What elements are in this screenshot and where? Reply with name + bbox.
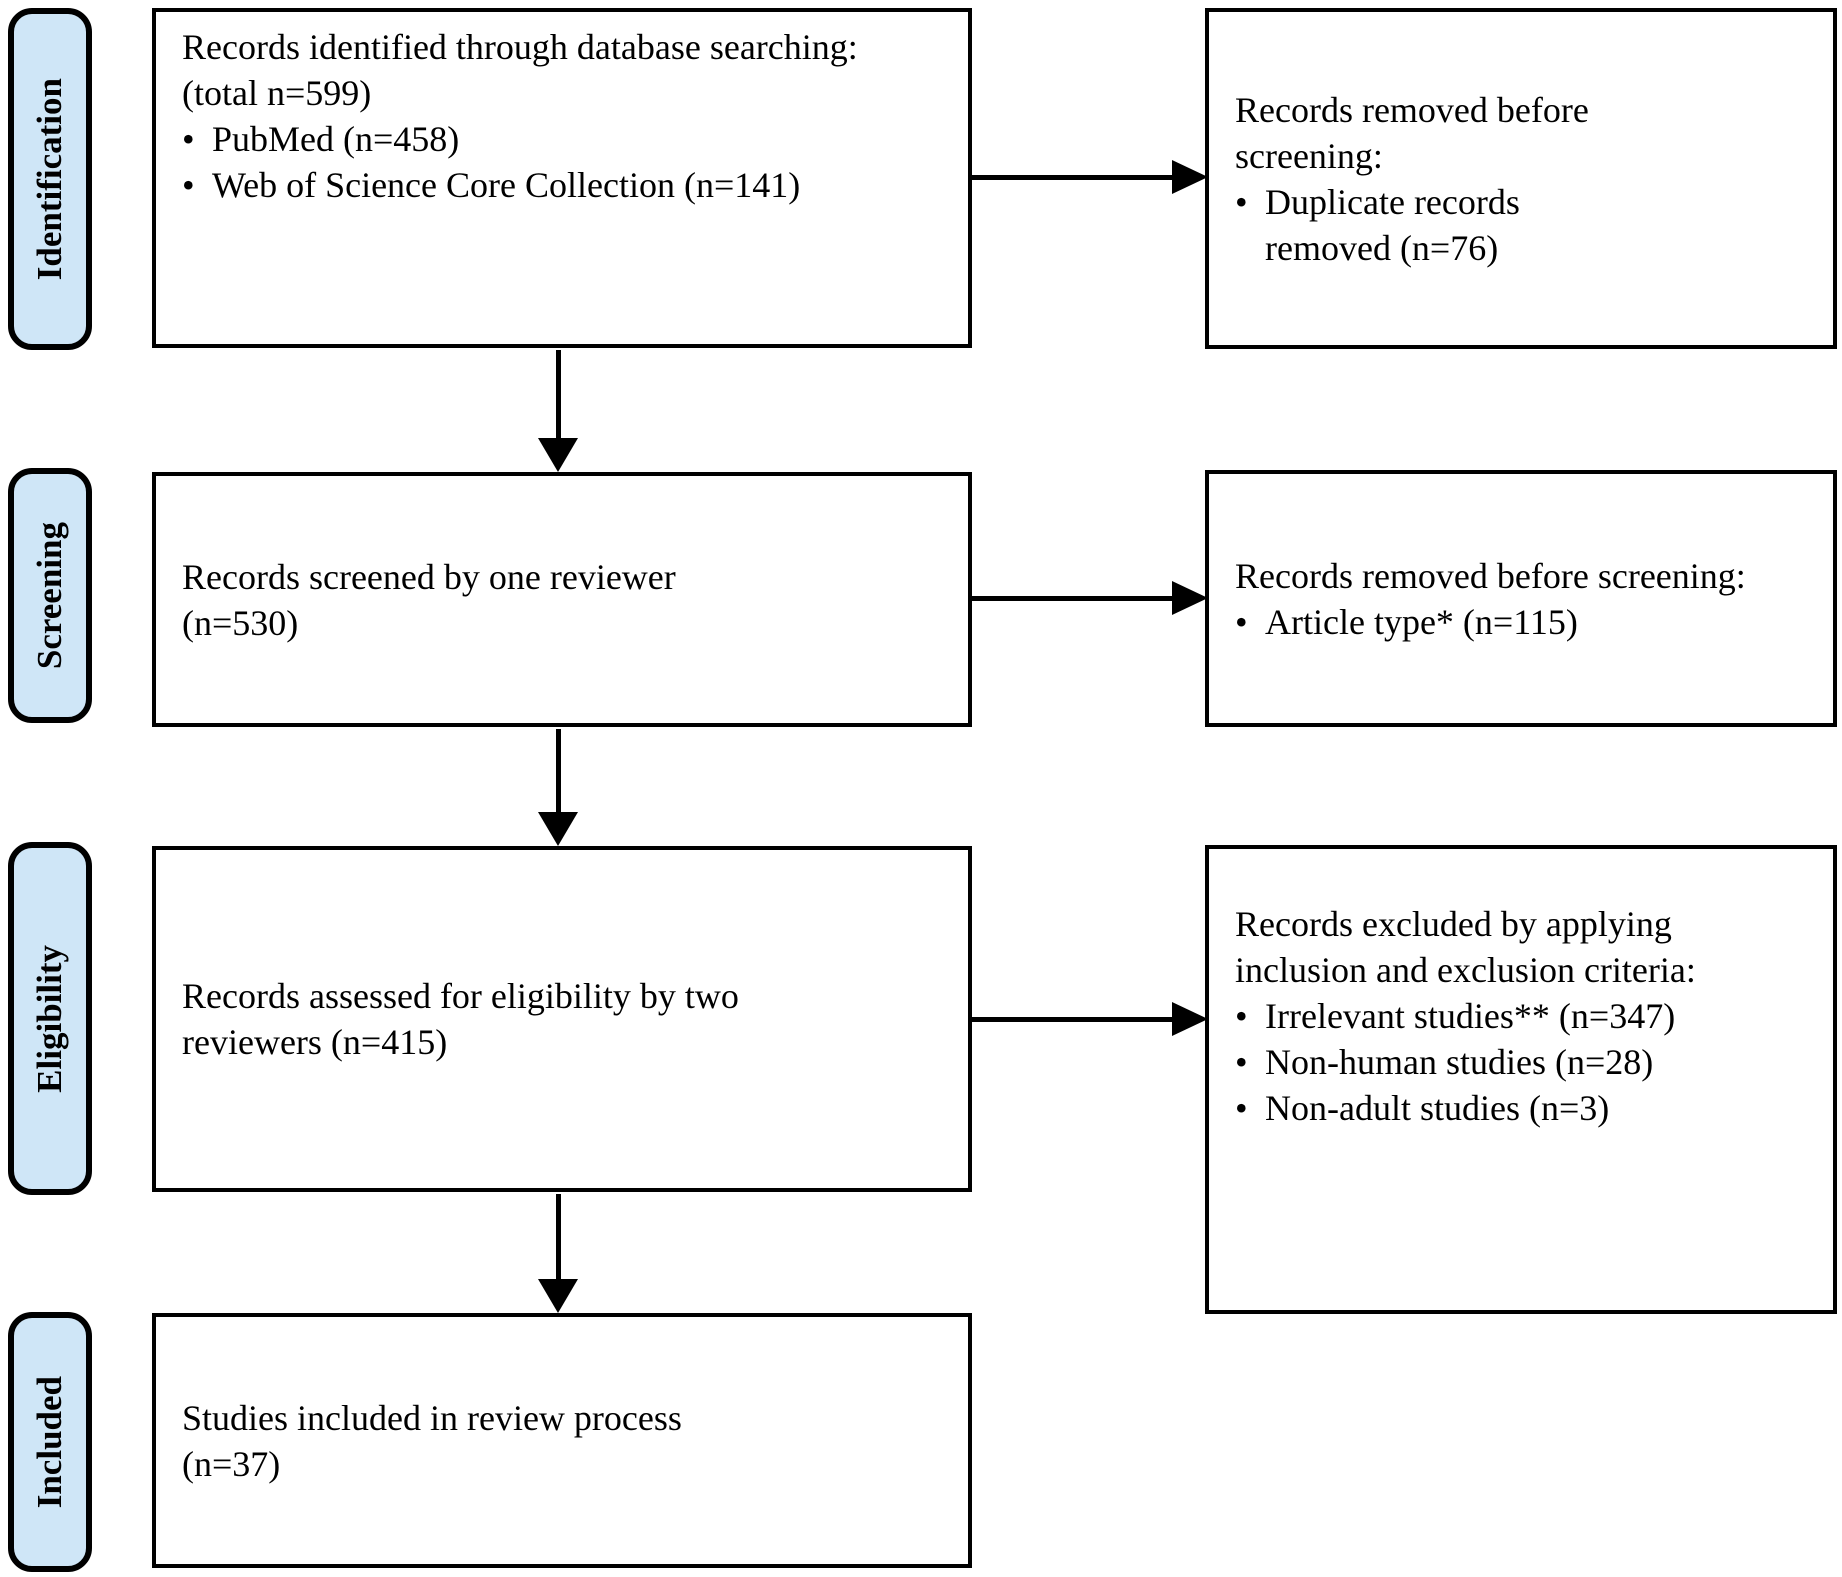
bullet-text: Web of Science Core Collection (n=141) [212, 165, 801, 205]
bullet-dot-icon: • [1235, 1088, 1248, 1128]
arrow-head [538, 438, 578, 472]
arrow-down-3-icon [538, 1194, 578, 1313]
bullet-text: Non-human studies (n=28) [1265, 1042, 1654, 1082]
bullet-dot-icon: • [182, 165, 195, 205]
stage-identification: Identification [8, 8, 92, 350]
bullet-text: Irrelevant studies** (n=347) [1265, 996, 1676, 1036]
stage-included-label: Included [30, 1375, 69, 1509]
arrow-head [1172, 1002, 1208, 1036]
arrow-right-screening-icon [972, 581, 1208, 615]
text-line: Records assessed for eligibility by two [182, 976, 739, 1016]
text-line: Records removed before screening: [1235, 555, 1746, 596]
bullet-dot-icon: • [1235, 996, 1248, 1036]
stage-eligibility-label: Eligibility [30, 944, 69, 1093]
bullet-item: • Non-adult studies (n=3) [1235, 1085, 1793, 1131]
text-line: Records excluded by applying [1235, 904, 1672, 944]
arrow-head [538, 812, 578, 846]
arrow-head [538, 1279, 578, 1313]
arrow-stem [972, 175, 1172, 180]
text-line: inclusion and exclusion criteria: [1235, 950, 1696, 990]
arrow-right-identification-icon [972, 160, 1208, 194]
bullet-text: Non-adult studies (n=3) [1265, 1088, 1610, 1128]
box-records-identified: Records identified through database sear… [152, 8, 972, 348]
arrow-stem [556, 729, 561, 812]
bullet-item: • Article type* (n=115) [1235, 599, 1825, 645]
box-studies-included: Studies included in review process (n=37… [152, 1313, 972, 1568]
text-line: screening: [1235, 135, 1383, 176]
arrow-stem [972, 596, 1172, 601]
arrow-down-2-icon [538, 729, 578, 846]
text-line: (n=37) [182, 1443, 281, 1484]
arrow-head [1172, 160, 1208, 194]
arrow-right-eligibility-icon [972, 1002, 1208, 1036]
arrow-head [1172, 581, 1208, 615]
bullet-item: • Non-human studies (n=28) [1235, 1039, 1793, 1085]
stage-identification-label: Identification [30, 77, 69, 281]
stage-included: Included [8, 1312, 92, 1572]
bullet-text: PubMed (n=458) [212, 119, 460, 159]
box-records-excluded: Records excluded by applying inclusion a… [1205, 845, 1837, 1314]
box-records-assessed: Records assessed for eligibility by two … [152, 846, 972, 1192]
arrow-stem [972, 1017, 1172, 1022]
text-line: Records removed before [1235, 89, 1589, 130]
bullet-item: • PubMed (n=458) [182, 116, 958, 162]
bullet-text: Article type* (n=115) [1265, 601, 1578, 642]
stage-screening: Screening [8, 468, 92, 723]
text-line: Records screened by one reviewer [182, 556, 676, 597]
stage-eligibility: Eligibility [8, 842, 92, 1195]
bullet-dot-icon: • [1235, 601, 1248, 642]
text-line: (total n=599) [182, 73, 372, 113]
text-line: Studies included in review process [182, 1397, 682, 1438]
box-removed-article-type: Records removed before screening: • Arti… [1205, 470, 1837, 727]
box-records-screened: Records screened by one reviewer (n=530) [152, 472, 972, 727]
text-line: (n=530) [182, 602, 299, 643]
stage-screening-label: Screening [30, 521, 69, 670]
bullet-text: Duplicate records removed (n=76) [1265, 181, 1520, 268]
text-line: reviewers (n=415) [182, 1022, 448, 1062]
arrow-down-1-icon [538, 350, 578, 472]
bullet-item: • Duplicate records removed (n=76) [1235, 179, 1633, 271]
bullet-dot-icon: • [182, 119, 195, 159]
arrow-stem [556, 350, 561, 438]
bullet-dot-icon: • [1235, 1042, 1248, 1082]
bullet-item: • Irrelevant studies** (n=347) [1235, 993, 1793, 1039]
box-removed-before-screening: Records removed before screening: • Dupl… [1205, 8, 1837, 349]
arrow-stem [556, 1194, 561, 1279]
bullet-item: • Web of Science Core Collection (n=141) [182, 162, 958, 208]
bullet-dot-icon: • [1235, 181, 1248, 222]
text-line: Records identified through database sear… [182, 27, 858, 67]
